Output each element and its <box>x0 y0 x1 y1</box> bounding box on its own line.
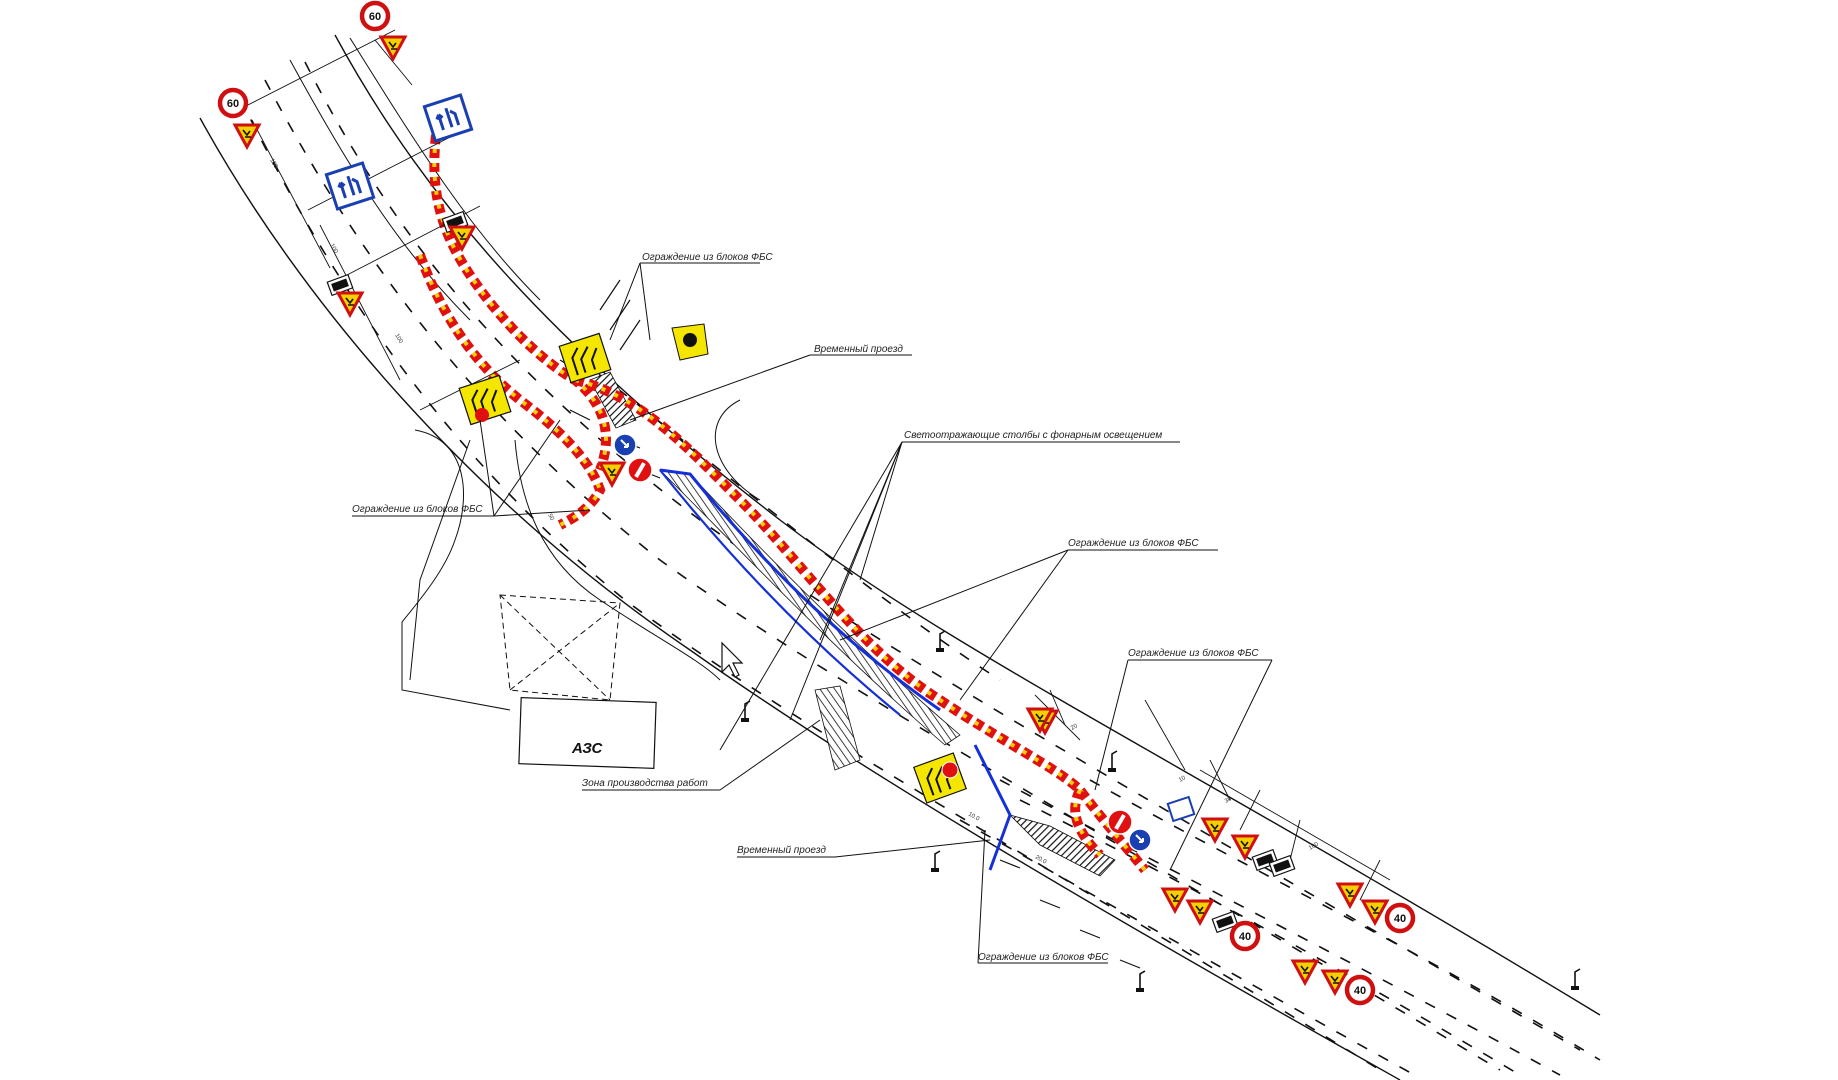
svg-text:20: 20 <box>1070 723 1079 732</box>
gas-station-building <box>518 697 657 769</box>
info-board-icon <box>1166 795 1196 823</box>
speed-sign-top-1: 60 <box>362 3 388 29</box>
roadworks-triangle-icon <box>1336 882 1364 908</box>
svg-text:100: 100 <box>328 243 339 255</box>
roadworks-triangle-icon <box>598 461 626 487</box>
svg-text:60: 60 <box>227 98 239 110</box>
label-fbs-2: Ограждение из блоков ФБС <box>352 503 483 515</box>
street-lamp-icon <box>1570 968 1581 991</box>
callout-texts: Ограждение из блоков ФБС Временный проез… <box>352 251 1259 963</box>
barrier-chain-1 <box>429 134 611 472</box>
roadworks-triangle-icon <box>1231 834 1259 860</box>
svg-text:10: 10 <box>1178 775 1187 784</box>
roadworks-triangle-icon <box>1361 899 1389 925</box>
street-lamp-icon <box>1135 970 1146 993</box>
mouse-cursor-icon <box>721 641 744 678</box>
no-entry-sign-icon <box>627 457 653 483</box>
keep-right-sign-icon <box>1128 828 1152 852</box>
detour-scheme-board-icon <box>912 751 968 805</box>
roadworks-triangle-icon <box>1161 887 1189 913</box>
roadworks-triangle-icon <box>379 35 407 61</box>
svg-text:100: 100 <box>393 333 404 345</box>
speed-sign-top-2: 60 <box>220 90 246 116</box>
roadworks-triangle-icon <box>233 123 261 149</box>
gas-station-label: АЗС <box>571 740 604 757</box>
svg-text:40: 40 <box>1354 985 1366 997</box>
barrier-chain-3 <box>573 375 1149 874</box>
speed-sign-right-1: 40 <box>1387 905 1413 931</box>
svg-text:50: 50 <box>546 513 555 522</box>
svg-text:10.0: 10.0 <box>967 812 981 823</box>
label-fbs-4: Ограждение из блоков ФБС <box>1128 647 1259 659</box>
callout-leaders <box>352 262 1273 964</box>
roadworks-triangle-icon <box>1291 959 1319 985</box>
street-lamp-icon <box>930 850 941 873</box>
gas-station: АЗС <box>499 594 657 769</box>
svg-text:100: 100 <box>1308 841 1320 852</box>
svg-text:20.0: 20.0 <box>1034 855 1048 866</box>
hatched-zones <box>589 371 1116 877</box>
svg-text:40: 40 <box>1394 913 1406 925</box>
svg-text:30: 30 <box>1224 796 1233 805</box>
dimension-lines <box>241 29 1391 901</box>
label-fbs-5: Ограждение из блоков ФБС <box>978 951 1109 963</box>
label-temp-pass-1: Временный проезд <box>814 344 903 355</box>
gear-sign-icon <box>671 323 709 361</box>
label-temp-pass-2: Временный проезд <box>737 845 826 856</box>
work-zone-area <box>814 685 861 771</box>
label-work-zone: Зона производства работ <box>582 777 708 789</box>
keep-right-sign-icon <box>613 433 637 457</box>
svg-text:150: 150 <box>268 158 279 170</box>
detour-board-icon <box>422 93 474 143</box>
roadworks-triangle-icon <box>1186 899 1214 925</box>
svg-text:40: 40 <box>1239 931 1251 943</box>
label-fbs-1: Ограждение из блоков ФБС <box>642 251 773 263</box>
roadworks-triangle-icon <box>1321 969 1349 995</box>
hatched-median <box>658 469 961 746</box>
speed-sign-right-2: 40 <box>1232 923 1258 949</box>
roadworks-triangle-icon <box>1201 817 1229 843</box>
temporary-pass-lines <box>659 468 1012 871</box>
speed-sign-right-3: 40 <box>1347 977 1373 1003</box>
street-lamp-icon <box>1107 750 1118 773</box>
hatched-strip-top <box>589 371 637 429</box>
svg-text:60: 60 <box>369 11 381 23</box>
label-reflective-posts: Светоотражающие столбы с фонарным освеще… <box>904 429 1162 441</box>
no-entry-sign-icon <box>1107 809 1133 835</box>
roadworks-triangle-icon <box>336 291 364 317</box>
hatched-strip-bottom <box>1008 814 1116 877</box>
signs: 60 60 <box>220 3 1581 1003</box>
fbs-barrier-chains <box>415 134 1149 874</box>
dimension-texts: 150 100 100 50 20 10 30 100 10.0 20.0 <box>268 158 1320 866</box>
label-fbs-3: Ограждение из блоков ФБС <box>1068 537 1199 549</box>
